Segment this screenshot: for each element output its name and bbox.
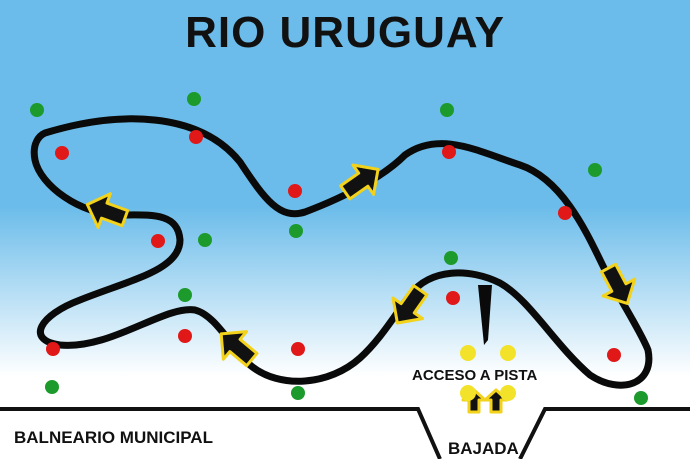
- green-buoy: [187, 92, 201, 106]
- arrow-down-left: [391, 284, 429, 325]
- access-lane: [478, 285, 492, 345]
- red-buoy: [46, 342, 60, 356]
- green-buoy: [178, 288, 192, 302]
- red-buoy: [178, 329, 192, 343]
- yellow-buoy: [500, 385, 516, 401]
- green-buoy: [444, 251, 458, 265]
- buoy-markers: [30, 92, 648, 405]
- red-buoy: [288, 184, 302, 198]
- red-buoy: [442, 145, 456, 159]
- shore-land: [0, 409, 690, 459]
- yellow-buoy: [460, 385, 476, 401]
- race-track: [30, 115, 653, 389]
- arrow-up-left: [85, 192, 130, 230]
- descent-label: BAJADA: [448, 439, 519, 458]
- red-buoy: [446, 291, 460, 305]
- shoreline: [0, 407, 690, 459]
- red-buoy: [55, 146, 69, 160]
- green-buoy: [634, 391, 648, 405]
- green-buoy: [30, 103, 44, 117]
- green-buoy: [440, 103, 454, 117]
- arrow-up-right: [339, 163, 380, 201]
- yellow-buoy: [460, 345, 476, 361]
- arrow-down-right: [599, 262, 637, 305]
- map-title: RIO URUGUAY: [185, 8, 505, 57]
- green-buoy: [291, 386, 305, 400]
- green-buoy: [588, 163, 602, 177]
- red-buoy: [189, 130, 203, 144]
- beach-label: BALNEARIO MUNICIPAL: [14, 428, 213, 447]
- access-label: ACCESO A PISTA: [412, 367, 538, 384]
- arrow-left-up: [219, 330, 259, 368]
- red-buoy: [291, 342, 305, 356]
- green-buoy: [289, 224, 303, 238]
- red-buoy: [151, 234, 165, 248]
- red-buoy: [607, 348, 621, 362]
- red-buoy: [558, 206, 572, 220]
- green-buoy: [198, 233, 212, 247]
- green-buoy: [45, 380, 59, 394]
- yellow-buoy: [500, 345, 516, 361]
